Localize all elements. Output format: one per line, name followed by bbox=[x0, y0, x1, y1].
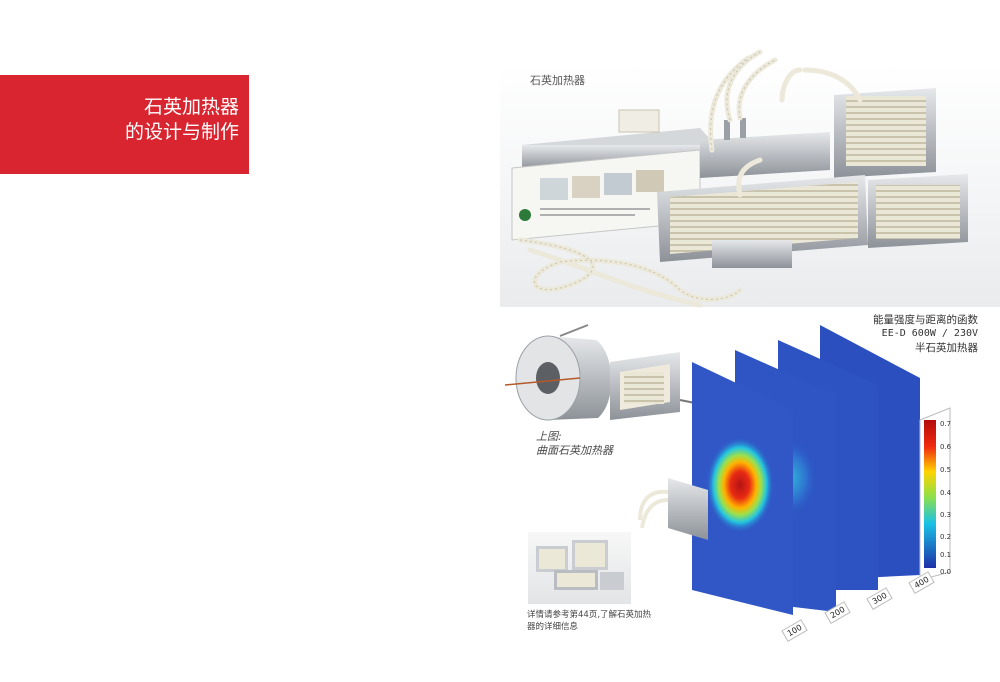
curved-caption-line-1: 上图: bbox=[536, 430, 562, 443]
page-title: 石英加热器 的设计与制作 bbox=[125, 95, 239, 145]
thumbnail-heaters bbox=[536, 540, 624, 590]
steel-housing bbox=[700, 118, 830, 178]
product-caption: 石英加热器 bbox=[530, 74, 585, 87]
tunnel-heater bbox=[610, 352, 701, 420]
square-ceramic-heater bbox=[834, 88, 936, 178]
cable-coil-shading bbox=[519, 51, 776, 300]
scale-label: 0.4 bbox=[940, 489, 952, 497]
title-banner: 石英加热器 的设计与制作 bbox=[0, 75, 249, 174]
intensity-caption-line-3: 半石英加热器 bbox=[915, 342, 978, 354]
long-ceramic-heater bbox=[657, 175, 868, 268]
scale-label: 0.1 bbox=[940, 551, 952, 559]
right-ceramic-heater bbox=[868, 174, 968, 248]
curved-caption-line-2: 曲面石英加热器 bbox=[536, 444, 613, 457]
boxed-heater bbox=[511, 109, 720, 241]
reference-note: 详情请参考第44页,了解石英加热器的详细信息 bbox=[527, 610, 652, 632]
scale-label: 0.0 bbox=[940, 568, 952, 576]
scale-label: 0.3 bbox=[940, 511, 952, 519]
scale-label: 0.7 bbox=[940, 420, 952, 428]
test-heater-unit bbox=[638, 478, 708, 540]
intensity-plane-100 bbox=[692, 362, 793, 615]
intensity-caption-line-2: EE-D 600W / 230V bbox=[881, 328, 978, 339]
curved-quartz-heater bbox=[504, 324, 612, 421]
title-line-1: 石英加热器 bbox=[143, 96, 239, 118]
reference-thumbnail bbox=[528, 532, 631, 604]
quartz-heater-product-group bbox=[511, 49, 968, 308]
scale-label: 0.6 bbox=[940, 443, 952, 451]
title-line-2: 的设计与制作 bbox=[124, 121, 239, 143]
curved-heater-caption: 上图: 曲面石英加热器 bbox=[536, 430, 613, 458]
intensity-caption-line-1: 能量强度与距离的函数 bbox=[873, 314, 978, 326]
scale-label: 0.5 bbox=[940, 466, 952, 474]
intensity-caption: 能量强度与距离的函数 EE-D 600W / 230V 半石英加热器 bbox=[873, 313, 978, 355]
scale-label: 0.2 bbox=[940, 533, 952, 541]
color-scale-bar bbox=[919, 407, 951, 581]
